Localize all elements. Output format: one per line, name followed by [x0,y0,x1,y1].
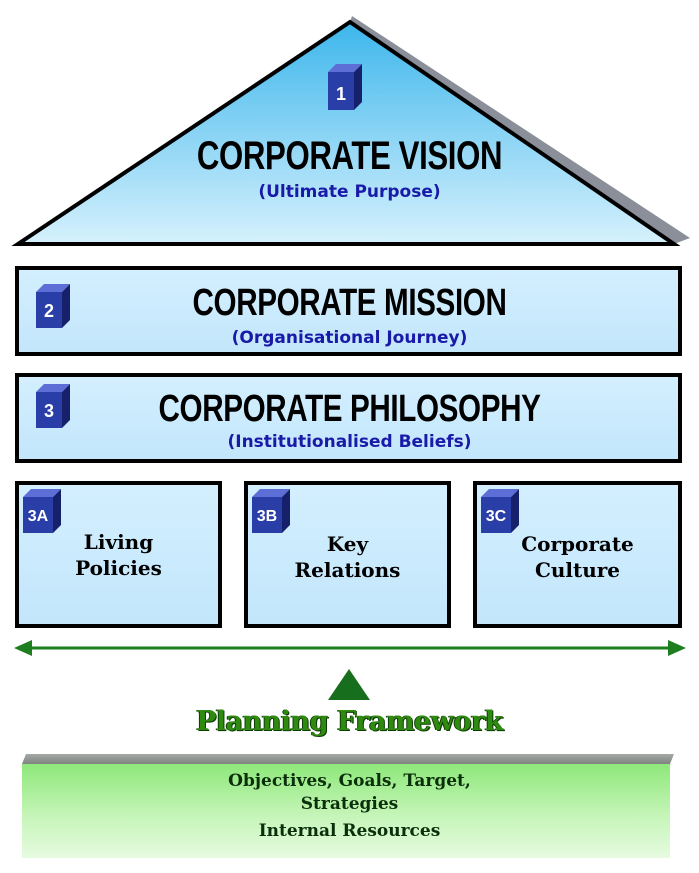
foundation-line-3: Internal Resources [258,821,441,841]
up-triangle-icon [328,669,370,700]
pillar-number-3b: 3B [257,508,277,525]
philosophy-title: CORPORATE PHILOSOPHY [158,388,541,430]
mission-subtitle: (Organisational Journey) [231,328,468,348]
mission-number: 2 [44,301,54,321]
philosophy-subtitle: (Institutionalised Beliefs) [227,432,472,452]
cube-icon-3b: 3B [252,489,290,533]
pillar-number-3a: 3A [28,508,49,525]
philosophy-number: 3 [44,401,54,421]
vision-title: CORPORATE VISION [196,134,503,178]
mission-title: CORPORATE MISSION [192,282,507,324]
philosophy-box [15,373,682,463]
foundation-text: Objectives, Goals, Target, Strategies In… [0,768,699,845]
cube-icon-1: 1 [328,64,362,110]
cube-icon-3: 3 [36,384,70,428]
foundation-block [22,754,674,858]
double-headed-arrow-icon [14,640,686,656]
planning-framework-label: Planning Framework [196,706,503,737]
cube-icon-2: 2 [36,284,70,328]
pillar-number-3c: 3C [486,508,507,525]
mission-box [15,266,682,356]
vision-subtitle: (Ultimate Purpose) [258,182,441,202]
cube-icon-3c: 3C [481,489,519,533]
cube-icon-3a: 3A [23,489,61,533]
roof-shape [11,16,690,246]
foundation-line-1: Objectives, Goals, Target, [228,771,471,791]
vision-number: 1 [336,84,346,104]
foundation-line-2: Strategies [300,794,399,814]
vision-roof [0,0,699,260]
